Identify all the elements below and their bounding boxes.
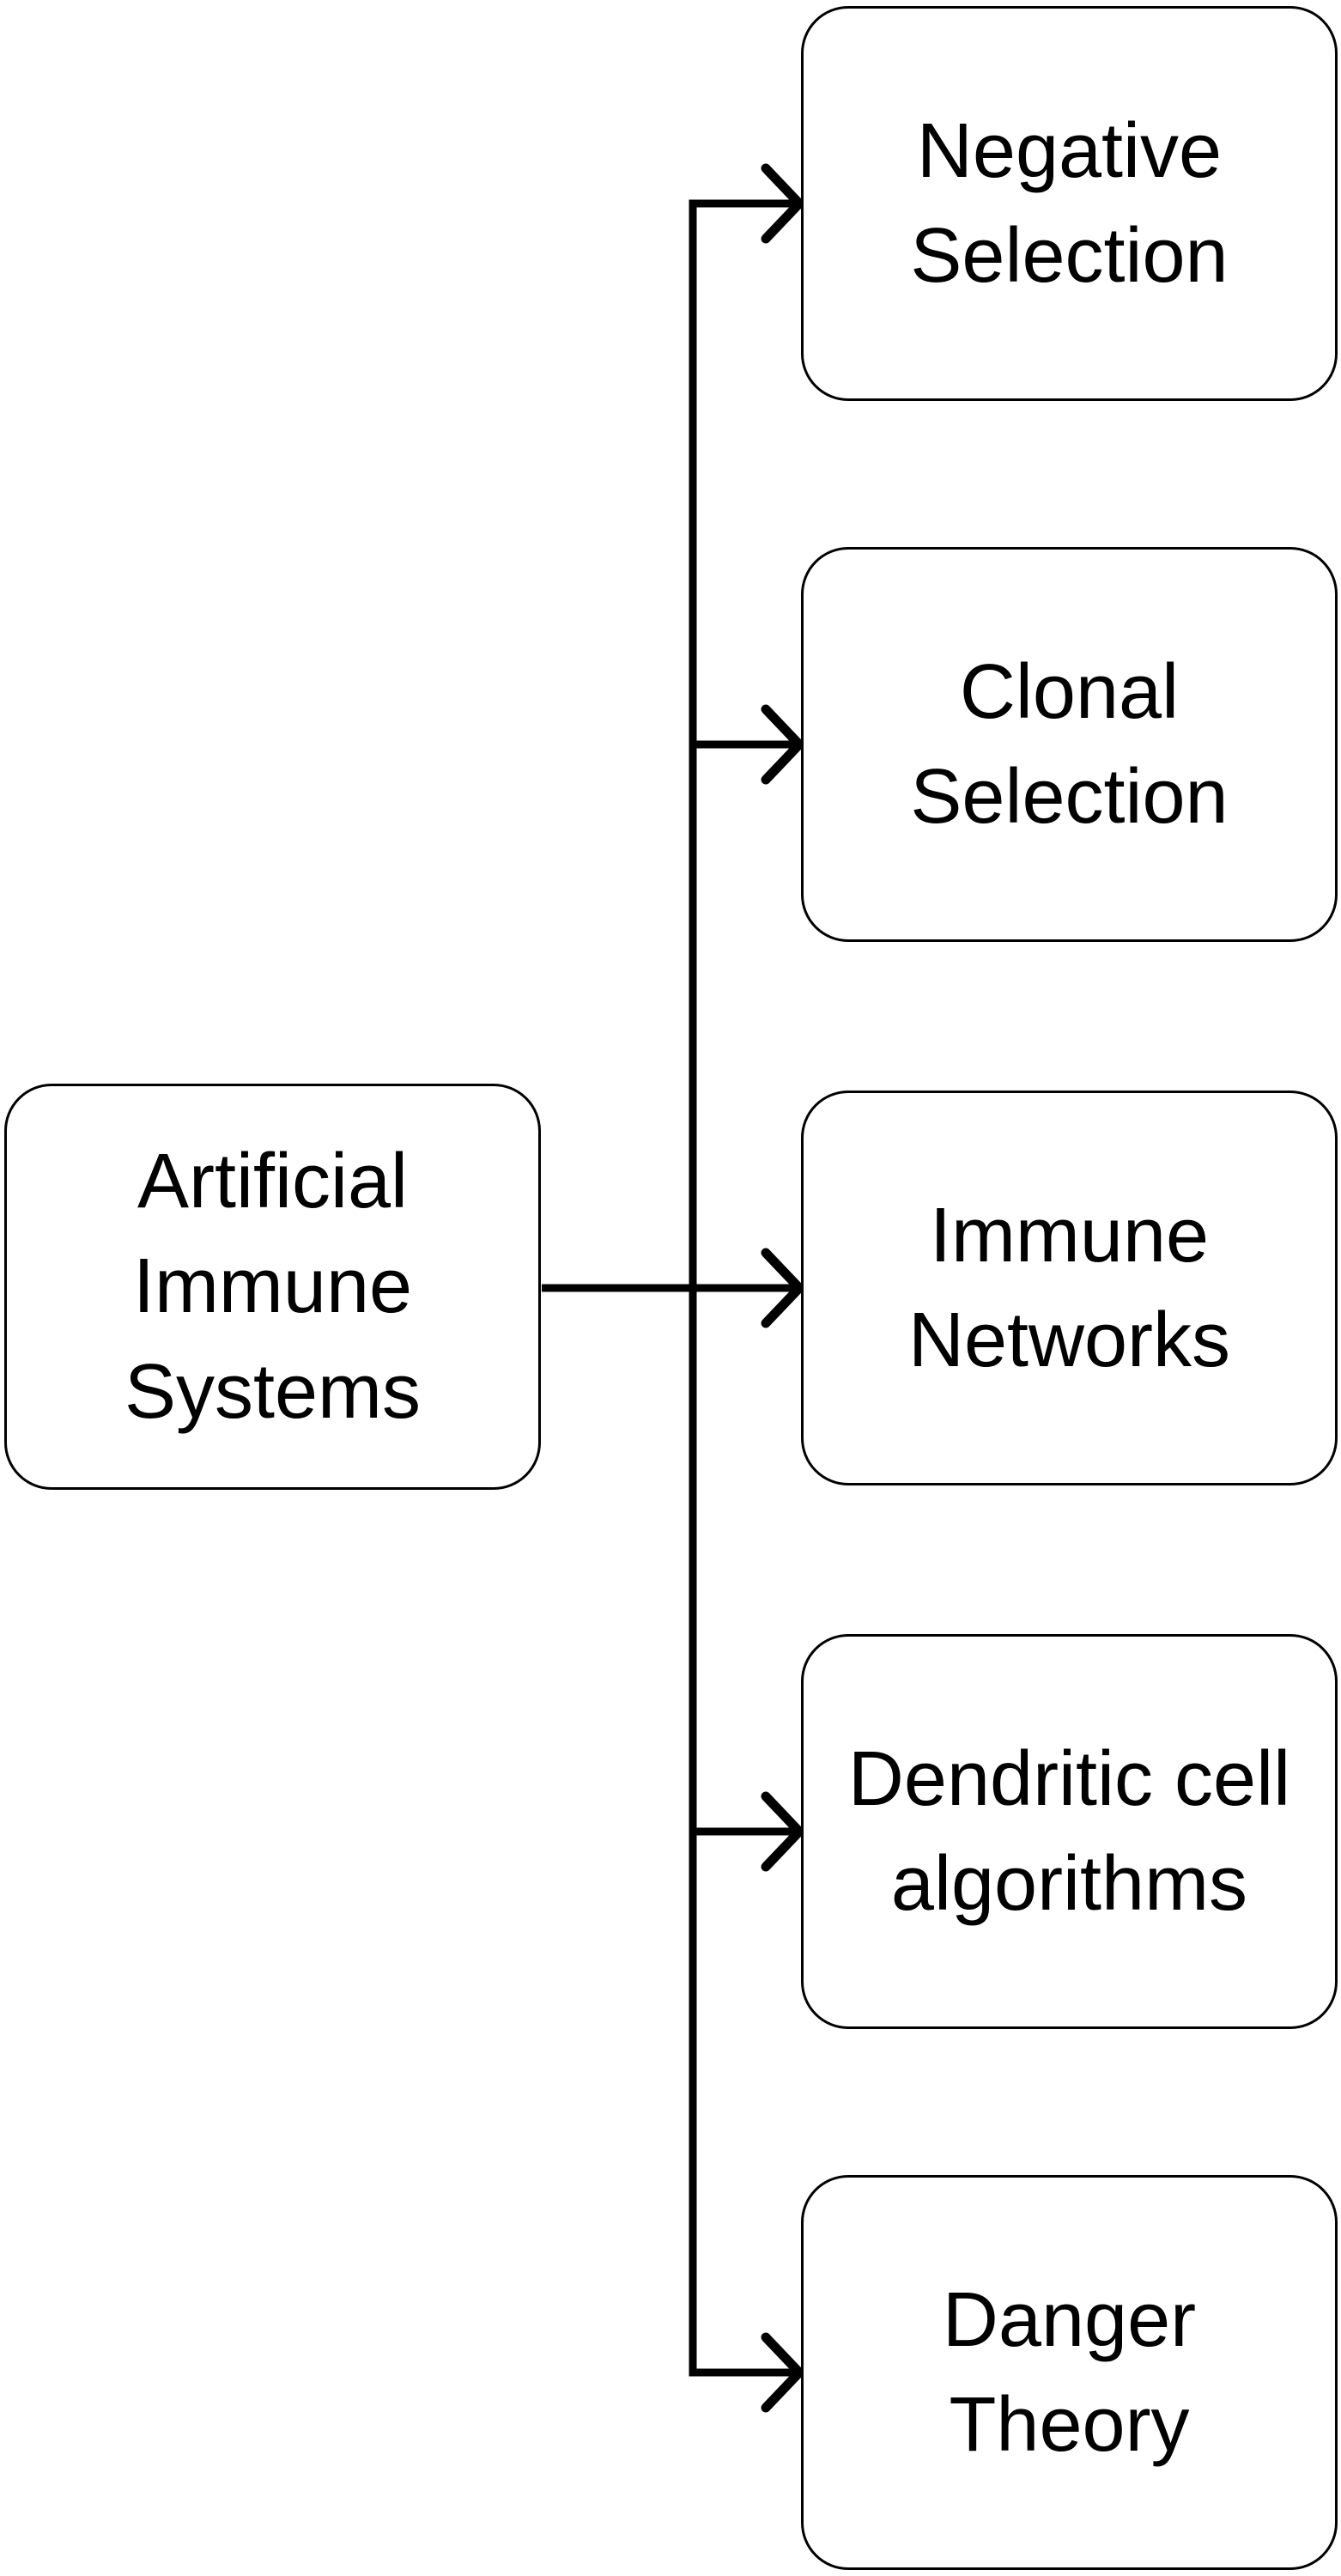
arrowhead-icon xyxy=(761,704,804,785)
node-dendritic-cell-algorithms: Dendritic cell algorithms xyxy=(801,1634,1338,2029)
arrowhead-icon xyxy=(761,1791,804,1872)
node-dendritic-cell-algorithms-label: Dendritic cell algorithms xyxy=(847,1735,1291,1927)
node-danger-theory: Danger Theory xyxy=(801,2175,1338,2570)
node-danger-theory-label: Danger Theory xyxy=(942,2276,1197,2468)
node-artificial-immune-systems: Artificial Immune Systems xyxy=(4,1084,541,1490)
node-negative-selection: Negative Selection xyxy=(801,6,1338,401)
node-immune-networks: Immune Networks xyxy=(801,1091,1338,1485)
node-negative-selection-label: Negative Selection xyxy=(910,107,1229,299)
node-clonal-selection: Clonal Selection xyxy=(801,547,1338,942)
node-immune-networks-label: Immune Networks xyxy=(907,1192,1231,1383)
arrowhead-icon xyxy=(761,2332,804,2413)
node-clonal-selection-label: Clonal Selection xyxy=(910,648,1229,840)
arrowhead-icon xyxy=(761,163,804,244)
arrowhead-icon xyxy=(761,1248,804,1328)
node-artificial-immune-systems-label: Artificial Immune Systems xyxy=(124,1138,422,1435)
